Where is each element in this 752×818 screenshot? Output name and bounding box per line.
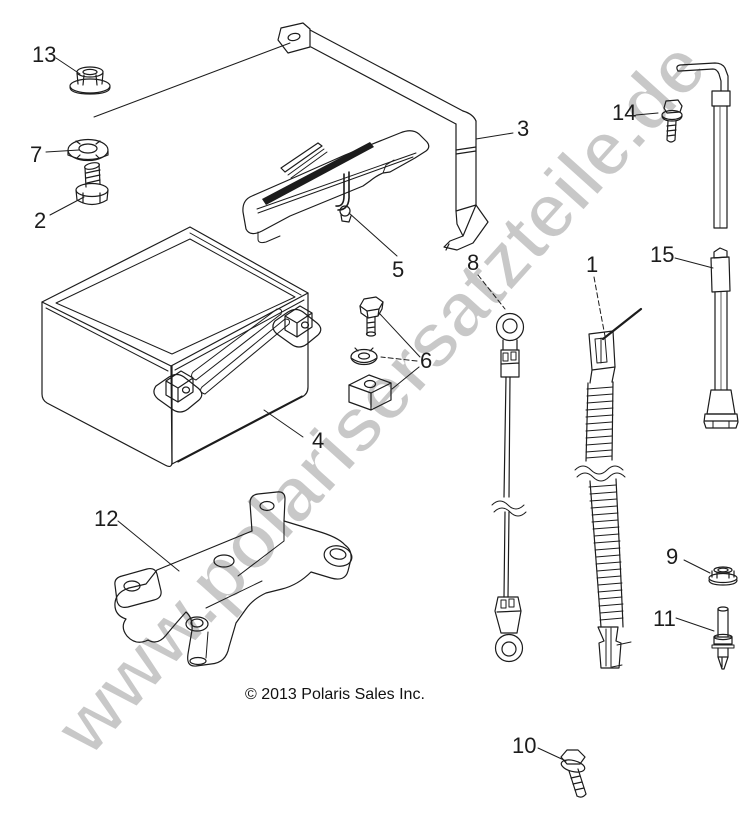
part-4-battery [41,226,322,468]
part-9-flange-nut [708,566,738,586]
leader-lines [45,42,715,762]
battery-terminal-back [272,305,322,348]
leader-5 [348,212,398,257]
leader-9 [683,559,711,574]
callout-10: 10 [512,733,537,758]
part-13-flange-nut [69,66,111,95]
leader-11 [675,617,715,632]
part-12-bracket [114,491,353,667]
callout-12: 12 [94,506,119,531]
leader-3 [475,132,514,140]
leader-2 [49,196,85,216]
rib-lines-lower [588,484,624,621]
leader-6a [379,313,421,358]
part-6-washer [350,347,378,366]
callout-11: 11 [653,606,676,631]
callout-14: 14 [612,100,637,125]
callout-4: 4 [312,428,325,453]
part-15-rod [676,62,739,429]
part-6-spacer-block [348,374,392,411]
leader-10 [537,747,567,762]
part-2-bolt [75,162,109,206]
callout-2: 2 [34,208,47,233]
rib-lines-upper [585,386,614,459]
callout-6: 6 [420,348,433,373]
callout-15: 15 [650,242,675,267]
leader-12 [117,520,180,572]
leader-13 [55,57,81,75]
part-1-battery-cable [574,330,632,669]
part-5-bolt [339,205,352,223]
leader-8 [477,274,506,310]
leader-6b [380,356,418,362]
part-7-washer [67,138,109,162]
callout-8: 8 [467,250,480,275]
leader-7 [45,149,80,153]
leader-15 [674,257,714,269]
part-6-hardware [348,296,392,411]
callout-13: 13 [32,42,57,67]
part-11-stud [711,606,735,670]
leader-1 [593,276,606,337]
callout-1: 1 [586,252,599,277]
part-8-ground-cable [491,312,527,663]
leader-14 [635,112,659,116]
leader-4 [263,409,304,438]
part-6-bolt [359,296,384,337]
callout-5: 5 [392,257,405,282]
part-10-bolt [560,749,587,798]
pointer-1 [601,307,643,341]
battery-terminal-front [153,370,203,413]
copyright-text: © 2013 Polaris Sales Inc. [245,686,425,703]
part-3-hold-down-strap [242,22,489,251]
callout-9: 9 [666,544,679,569]
callout-7: 7 [30,142,43,167]
part-14-bolt [661,99,683,143]
leader-6c [391,366,420,390]
callout-3: 3 [517,116,530,141]
assembly-line-strap-bolt [93,42,291,118]
